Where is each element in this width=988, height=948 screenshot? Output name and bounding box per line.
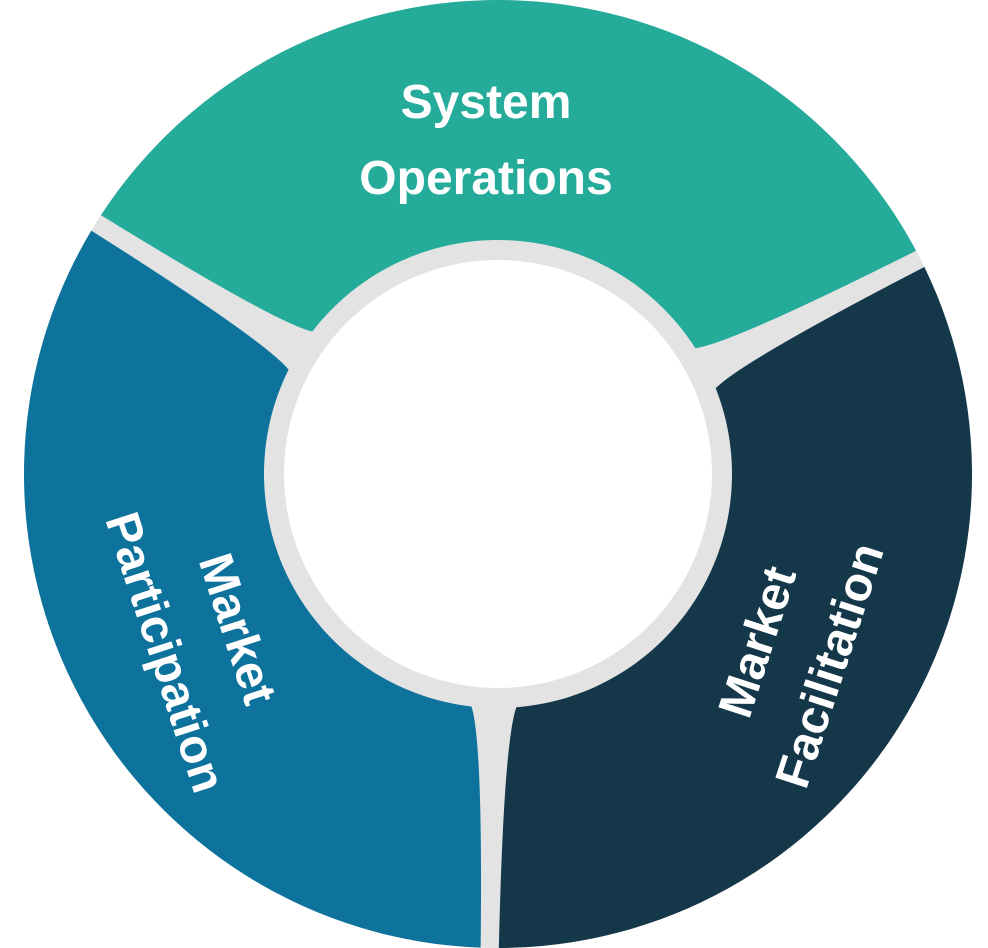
- label-system-operations-line1: System: [401, 76, 572, 129]
- segment-market-participation: [24, 230, 482, 948]
- center-hole: [284, 260, 712, 688]
- segment-system-operations: [100, 0, 917, 349]
- segment-market-facilitation: [498, 266, 972, 948]
- label-system-operations-line2: Operations: [359, 152, 612, 205]
- label-system-operations: System Operations: [359, 76, 612, 205]
